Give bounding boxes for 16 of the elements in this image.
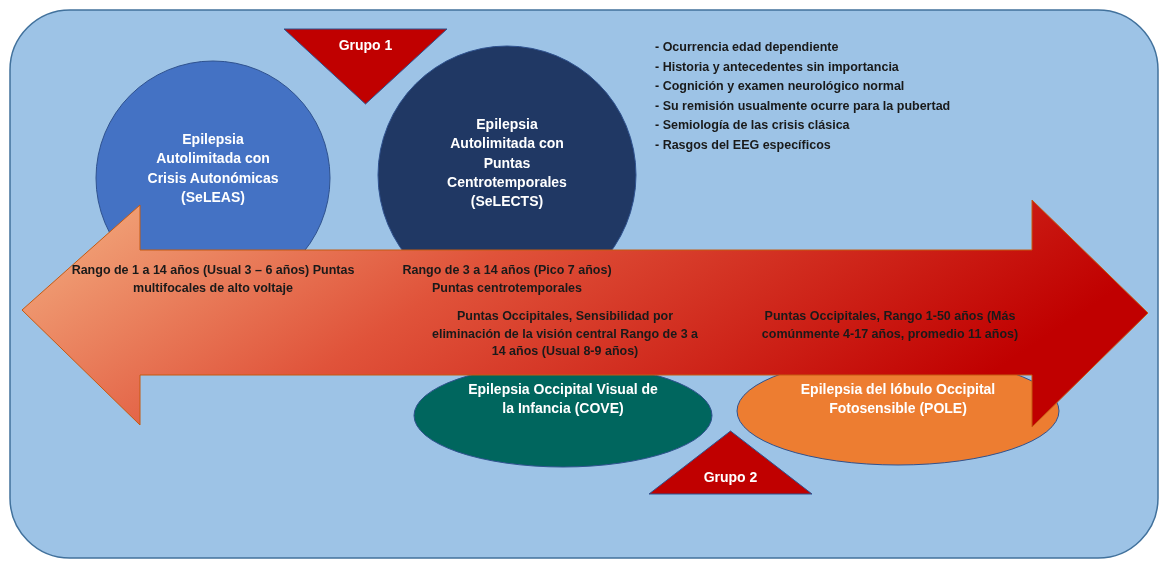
syndrome-name: Epilepsia Occipital Visual de la Infancia (COVE) <box>467 380 659 419</box>
feature-bullet: - Ocurrencia edad dependiente <box>655 40 839 54</box>
syndrome-name: Epilepsia Autolimitada con Puntas Centrotemporales (SeLECTS) <box>446 115 568 212</box>
syndrome-name: Epilepsia Autolimitada con Crisis Autonómicas (SeLEAS) <box>146 130 280 207</box>
feature-bullet: - Cognición y examen neurológico normal <box>655 79 905 93</box>
feature-note: Rango de 3 a 14 años (Pico 7 años) Puntas centrotemporales <box>401 262 613 297</box>
feature-note: Puntas Occipitales, Sensibilidad por eliminación de la visión central Rango de 3 a 14 años (Usual 8-9 años) <box>430 308 700 360</box>
feature-bullet: - Semiología de las crisis clásica <box>655 118 850 132</box>
group-label: Grupo 2 <box>703 468 758 487</box>
feature-note: Puntas Occipitales, Rango 1-50 años (Más comúnmente 4-17 años, promedio 11 años) <box>760 308 1020 343</box>
feature-bullet: - Historia y antecedentes sin importancia <box>655 59 899 74</box>
group-label: Grupo 1 <box>338 36 393 55</box>
feature-note: Rango de 1 a 14 años (Usual 3 – 6 años) Puntas multifocales de alto voltaje <box>70 262 356 297</box>
syndrome-name: Epilepsia del lóbulo Occipital Fotosensible (POLE) <box>799 380 997 419</box>
feature-bullet: - Su remisión usualmente ocurre para la pubertad <box>655 98 951 113</box>
feature-bullet: - Rasgos del EEG específicos <box>655 137 831 152</box>
